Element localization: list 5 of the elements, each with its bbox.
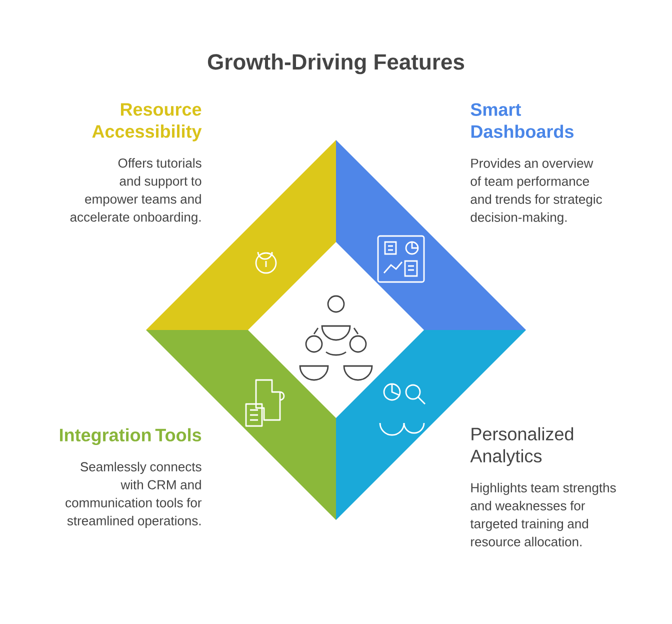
- feature-text: Smart Dashboards Provides an overview of team performance and trends for strategic decision-making.: [470, 103, 602, 224]
- title: Growth-Driving Features: [208, 54, 464, 74]
- feature-text: Personalized Analytics Highlights team strengths and weaknesses for targeted training and resource allocation.: [470, 427, 616, 546]
- feature-text: Integration Tools Seamlessly connects with CRM and communication tools for streamlined operations.: [60, 428, 202, 528]
- feature-text: Resource Accessibility Offers tutorials and support to empower teams and accelerate onboarding.: [70, 103, 202, 224]
